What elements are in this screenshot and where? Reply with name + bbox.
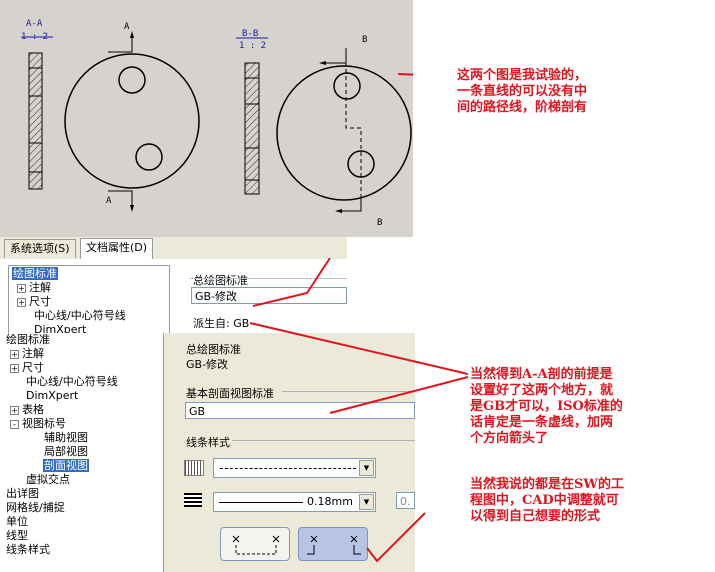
expand-icon: + <box>10 349 19 359</box>
options-tabs: 系统选项(S) 文档属性(D) <box>0 237 347 260</box>
line-style-select[interactable]: ▼ <box>213 458 376 478</box>
annotation-3: 当然我说的都是在SW的工 程图中，CAD中调整就可 以得到自己想要的形式 <box>470 477 624 524</box>
tree-item-detailing[interactable]: 出详图 <box>6 487 39 500</box>
overall-standard-label-2: 总绘图标准 <box>186 343 241 356</box>
tree-item-detail-view[interactable]: 局部视图 <box>44 445 88 458</box>
line-weight-select[interactable]: 0.18mm ▼ <box>213 492 376 512</box>
view-aa-scale: 1 : 2 <box>21 32 49 42</box>
line-style-icon <box>184 460 204 476</box>
collapse-icon: - <box>10 419 19 429</box>
tree-item-drafting-standard[interactable]: 绘图标准 <box>12 267 58 280</box>
expand-icon: + <box>17 297 26 307</box>
tree-item-tables[interactable]: +表格 <box>10 403 44 416</box>
line-weight-side-field[interactable]: 0. <box>396 492 415 509</box>
view-bb-scale: 1 : 2 <box>239 41 267 51</box>
base-section-standard-label: 基本剖面视图标准 <box>186 387 274 400</box>
part-view-1 <box>64 53 200 189</box>
expand-icon: + <box>10 363 19 373</box>
properties-tree-top: 绘图标准 +注解 +尺寸 中心线/中心符号线 DimXpert <box>8 265 170 337</box>
tree-item-centerlines-2[interactable]: 中心线/中心符号线 <box>26 375 118 388</box>
arrow-a-bottom-label: A <box>106 196 112 206</box>
tree-item-virtual-sharps[interactable]: 虚拟交点 <box>26 473 70 486</box>
section-line-gb-icon <box>307 535 361 555</box>
tree-item-dimxpert[interactable]: DimXpert <box>34 323 87 333</box>
view-bb-label: B-B <box>242 29 259 39</box>
annotation-2: 当然得到A-A剖的前提是 设置好了这两个地方，就 是GB才可以，ISO标准的 话… <box>470 367 623 446</box>
tree-item-line-font[interactable]: 线型 <box>6 529 28 542</box>
section-aa-body <box>28 52 43 190</box>
tree-item-annotations-2[interactable]: +注解 <box>10 347 44 360</box>
part-view-2 <box>276 65 412 201</box>
tree-item-auxiliary-view[interactable]: 辅助视图 <box>44 431 88 444</box>
overall-standard-label: 总绘图标准 <box>193 274 248 287</box>
annotation-1: 这两个图是我试验的， 一条直线的可以没有中 间的路径线，阶梯剖有 <box>457 68 588 115</box>
section-style-gb-button[interactable] <box>298 527 368 561</box>
tree-item-dimensions[interactable]: +尺寸 <box>17 295 51 308</box>
tree-item-dimensions-2[interactable]: +尺寸 <box>10 361 44 374</box>
arrow-b-bottom-label: B <box>377 218 383 228</box>
base-section-standard-field[interactable]: GB <box>185 402 415 419</box>
drawing-sheet: A-A 1 : 2 A A B-B 1 : 2 B B <box>0 0 413 237</box>
expand-icon: + <box>10 405 19 415</box>
chevron-down-icon[interactable]: ▼ <box>359 494 374 510</box>
arrow-a-top-label: A <box>124 22 130 32</box>
section-style-dashed-button[interactable] <box>220 527 290 561</box>
tree-item-view-labels[interactable]: -视图标号 <box>10 417 66 431</box>
section-bb-body <box>244 62 260 195</box>
line-weight-value: 0.18mm <box>307 495 353 508</box>
tab-system-options[interactable]: 系统选项(S) <box>4 239 76 258</box>
line-weight-icon <box>184 493 202 507</box>
properties-tree-left: 绘图标准 +注解 +尺寸 中心线/中心符号线 DimXpert +表格 -视图标… <box>0 333 163 572</box>
tree-item-units[interactable]: 单位 <box>6 515 28 528</box>
section-views-drawing <box>21 31 413 213</box>
tree-item-drafting-standard-2[interactable]: 绘图标准 <box>6 333 50 346</box>
derived-from-label: 派生自: GB <box>193 317 250 330</box>
chevron-down-icon[interactable]: ▼ <box>359 460 374 476</box>
tree-item-grid-snap[interactable]: 网格线/捕捉 <box>6 501 65 514</box>
tree-item-centerlines[interactable]: 中心线/中心符号线 <box>34 309 126 322</box>
tree-item-annotations[interactable]: +注解 <box>17 281 51 294</box>
view-aa-label: A-A <box>26 19 43 29</box>
overall-standard-field[interactable]: GB-修改 <box>191 287 347 304</box>
tree-item-line-style[interactable]: 线条样式 <box>6 543 50 556</box>
tree-item-section-view[interactable]: 剖面视图 <box>43 459 89 472</box>
line-style-label: 线条样式 <box>186 436 230 449</box>
arrow-b-top-label: B <box>362 35 368 45</box>
section-line-dashed-icon <box>232 535 280 555</box>
tab-document-properties[interactable]: 文档属性(D) <box>80 238 154 259</box>
overall-standard-value-2: GB-修改 <box>186 358 229 371</box>
expand-icon: + <box>17 283 26 293</box>
tree-item-dimxpert-2[interactable]: DimXpert <box>26 389 79 402</box>
